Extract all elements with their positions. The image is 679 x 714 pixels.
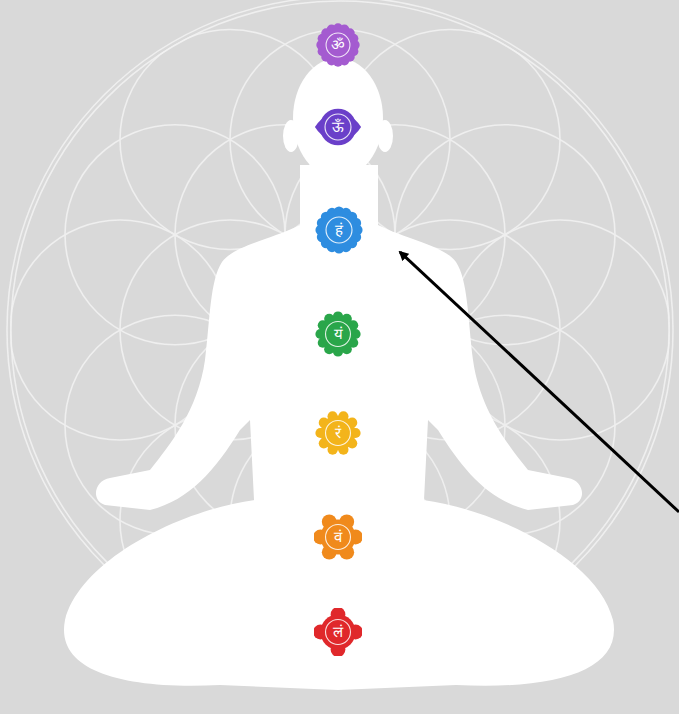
chakra-syllable: यं (334, 327, 343, 342)
chakra-symbol: ॐ (315, 22, 361, 68)
chakra-symbol: वं (314, 513, 362, 561)
chakra-syllable: वं (334, 530, 342, 545)
chakra-symbol: यं (314, 310, 362, 358)
chakra-symbol: रं (314, 409, 362, 457)
chakra-syllable: हं (335, 223, 343, 238)
flower-of-life (10, 30, 670, 631)
chakra-symbol: लं (314, 608, 362, 656)
chakra-symbol: ऊँ (313, 102, 363, 152)
chakra-syllable: रं (335, 426, 341, 441)
chakra-syllable: ऊँ (332, 120, 344, 135)
chakra-symbol: हं (314, 205, 364, 255)
pointer-arrow (400, 252, 679, 512)
chakra-syllable: लं (333, 625, 343, 640)
chakra-syllable: ॐ (331, 38, 345, 53)
